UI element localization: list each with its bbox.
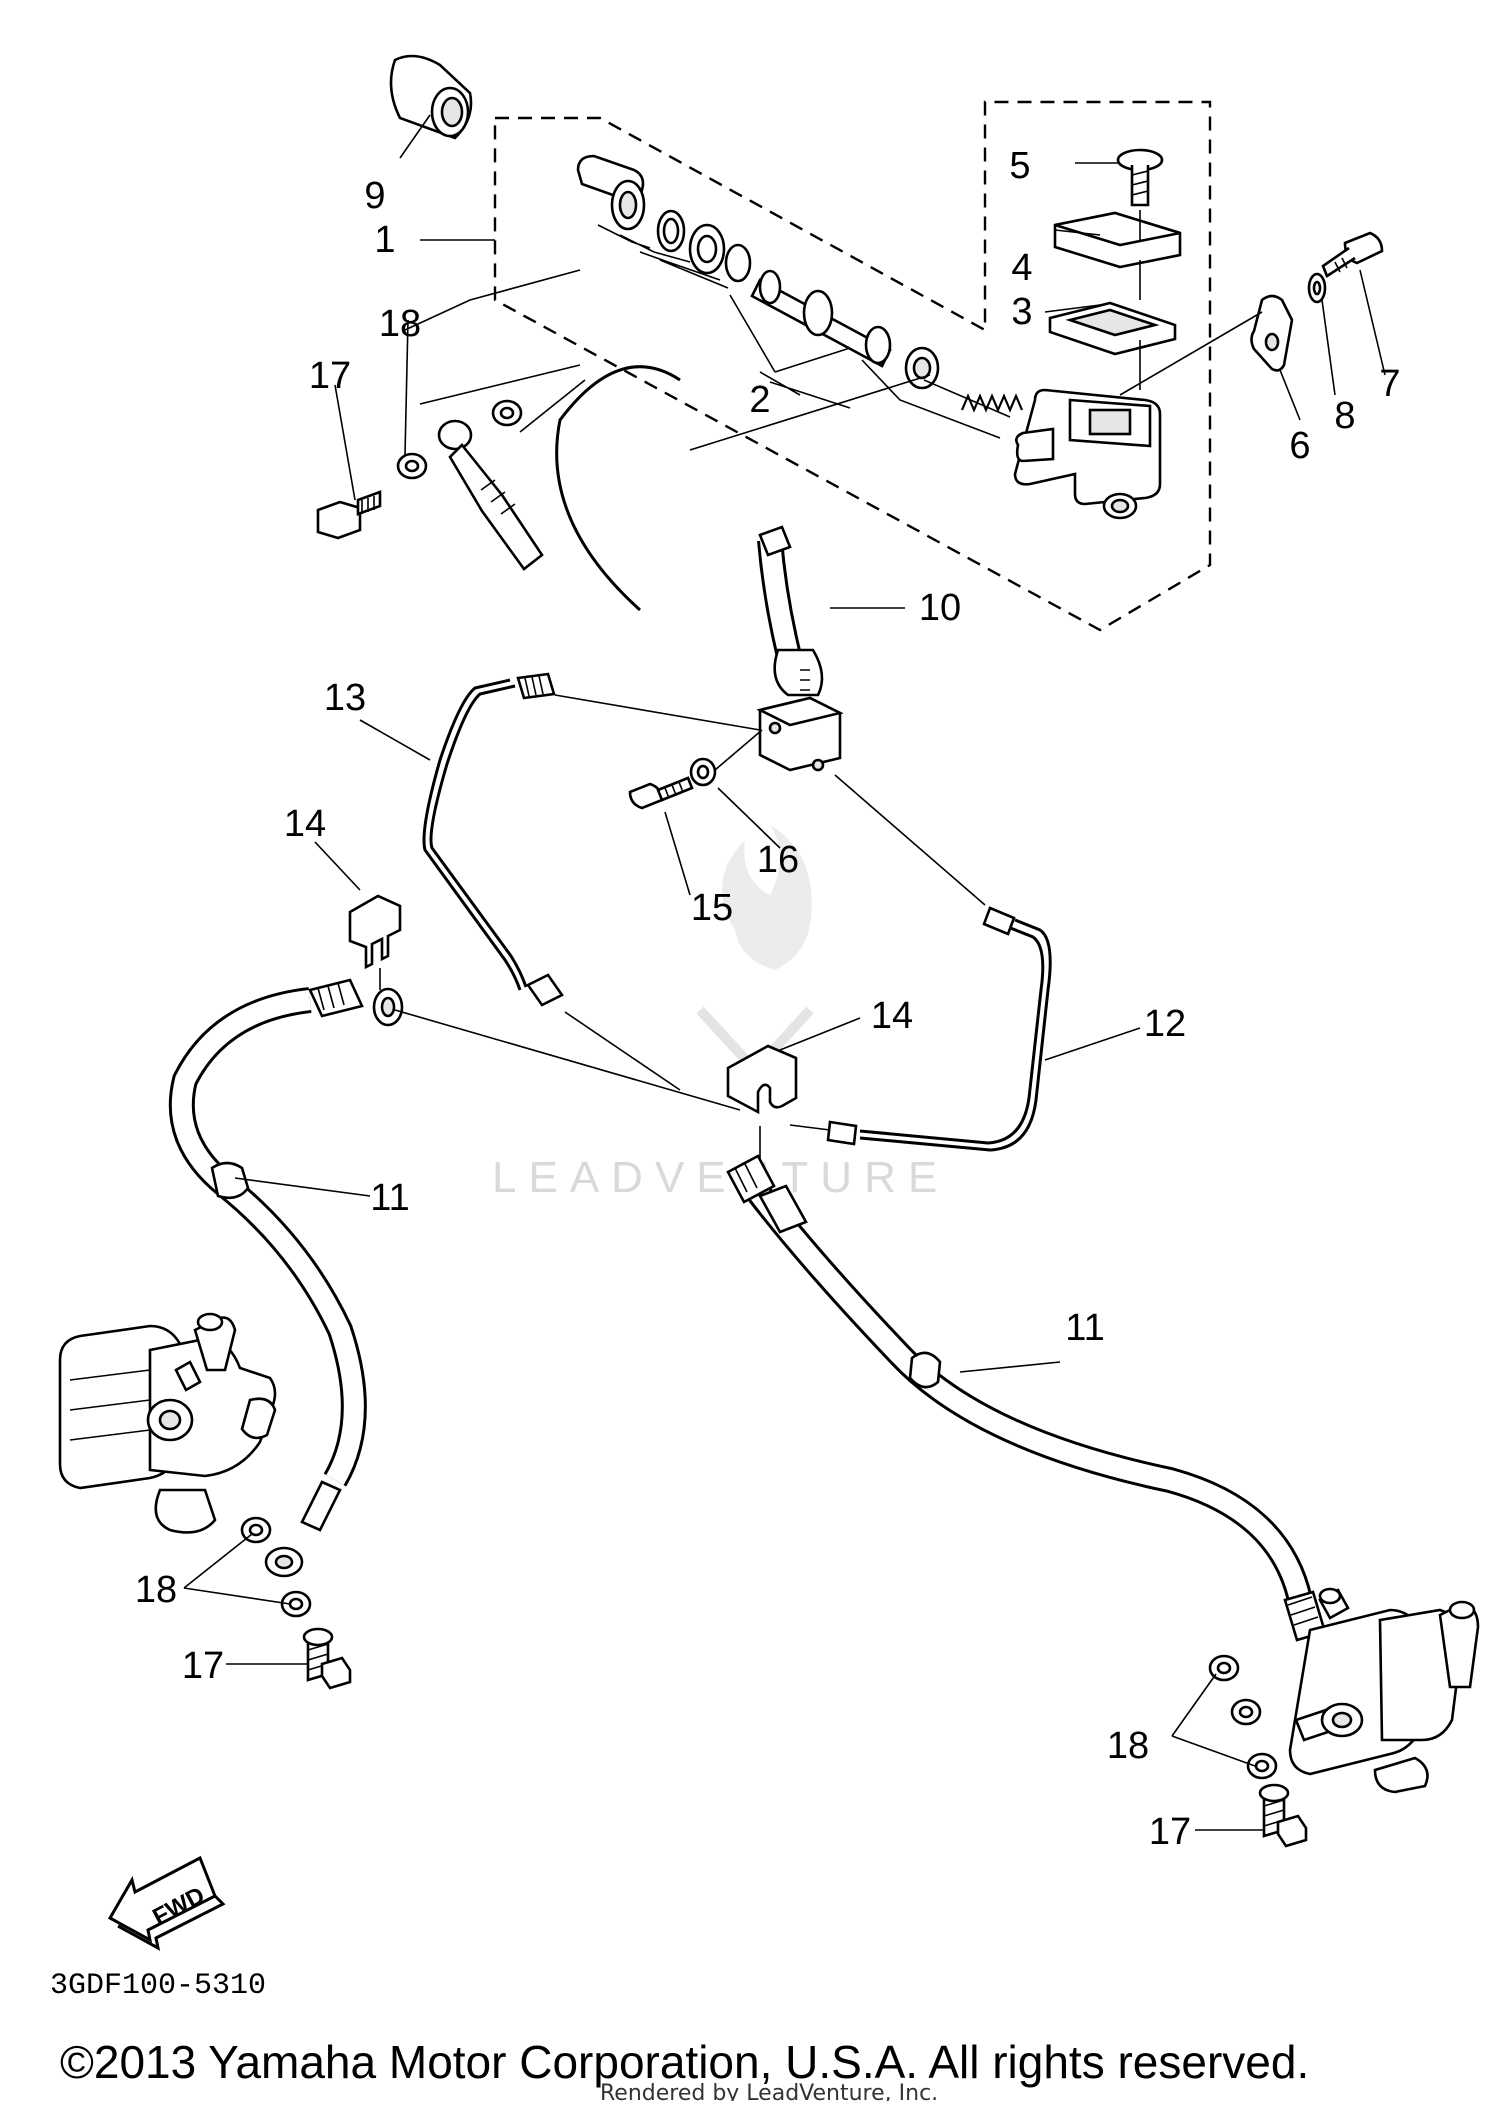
cover-screw [1116,148,1164,390]
brake-pipe-13 [422,672,761,1091]
callout-13: 13 [324,677,366,719]
copyright-notice: ©2013 Yamaha Motor Corporation, U.S.A. A… [60,2036,1309,2088]
callout-11-left: 11 [370,1177,409,1219]
part-code: 3GDF100-5310 [50,1969,266,2003]
bolt-15 [628,776,694,810]
callout-18-right: 18 [1107,1725,1149,1767]
washer-18-left-b [280,1590,312,1618]
banjo-fitting-upper [419,364,586,571]
clip-14-left [348,894,402,990]
callout-5: 5 [1009,145,1030,187]
washer-18-right-c [1246,1752,1278,1780]
callout-leaders [183,162,1386,1831]
callout-8: 8 [1334,395,1355,437]
callout-10: 10 [919,587,961,629]
callout-12: 12 [1144,1003,1186,1045]
callout-11-right: 11 [1065,1307,1104,1349]
bolt-7 [1321,231,1384,278]
master-cylinder-body [1013,388,1162,520]
handlebar-holder [1119,294,1294,396]
diaphragm [1048,301,1177,356]
union-bolt-17-right [1258,1783,1308,1848]
piston-kit-leaders [597,224,1011,451]
callout-7: 7 [1379,363,1400,405]
reservoir-cover [1053,211,1182,269]
brake-pipe-12 [789,774,1052,1152]
brake-joint-block [756,696,844,772]
watermark-text: LEADVENTURE [492,1153,949,1202]
callout-4: 4 [1011,247,1032,289]
callout-15: 15 [691,887,733,929]
right-brake-caliper [1288,1587,1480,1794]
callout-17-left: 17 [182,1645,224,1687]
washer-16 [689,729,763,787]
callout-labels: 1 2 3 4 5 6 7 8 9 10 11 11 12 13 14 14 1… [135,145,1401,1853]
callout-1: 1 [374,219,395,261]
callout-3: 3 [1011,291,1032,333]
lever-cap [389,54,473,159]
fwd-direction-arrow: FWD [107,1855,226,1951]
clip-14-center [726,1044,798,1160]
brake-hose-10 [555,365,824,697]
brake-hose-11-left [168,978,741,1578]
callout-14-left: 14 [284,803,326,845]
callout-17-right: 17 [1149,1811,1191,1853]
washer-18-upper-b [491,399,523,427]
callout-16: 16 [757,839,799,881]
callout-18-upper: 18 [379,303,421,345]
callout-17-upper: 17 [309,355,351,397]
callout-14-center: 14 [871,995,913,1037]
washer-8 [1307,272,1327,304]
left-brake-caliper [58,1312,277,1534]
piston-kit [576,154,1024,413]
union-bolt-17-left [302,1627,352,1690]
callout-9: 9 [364,175,385,217]
washer-18-right-a [1208,1654,1240,1682]
callout-6: 6 [1289,425,1310,467]
washer-18-upper-a [396,452,428,480]
brake-hose-11-right [726,1154,1327,1642]
rendered-by-note: Rendered by LeadVenture, Inc. [600,2081,938,2101]
leadventure-watermark: LEADVENTURE [492,825,949,1202]
washer-18-right-b [1230,1698,1262,1726]
master-cylinder-assembly-outline [493,100,1212,632]
callout-2: 2 [749,379,770,421]
callout-18-left: 18 [135,1569,177,1611]
union-bolt-upper-left [316,490,382,540]
